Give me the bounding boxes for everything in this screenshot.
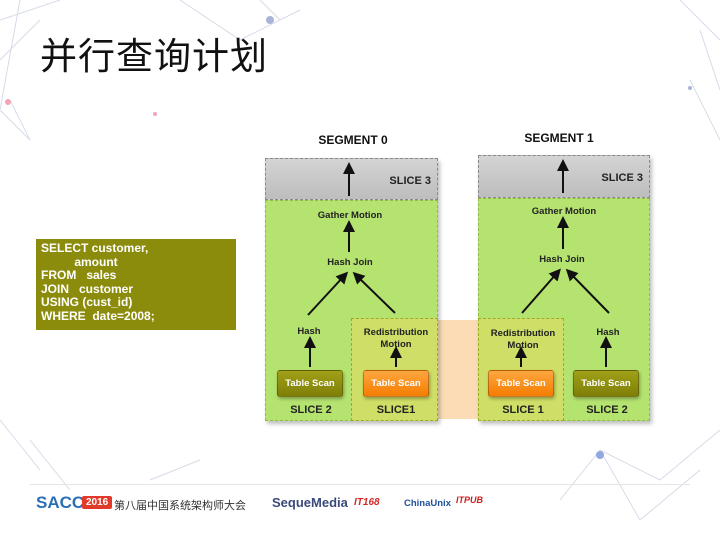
page-title: 并行查询计划	[40, 35, 268, 78]
sql-query-box: SELECT customer, amount FROM sales JOIN …	[36, 239, 236, 330]
segment-1-arrow-redist-to-join	[521, 268, 561, 314]
segment-0-slice2-label: SLICE 2	[290, 404, 332, 416]
segment-1-hash: Hash	[596, 327, 620, 338]
segment-0-arrow-redist-to-join	[352, 271, 396, 314]
segment-0-slice1-panel	[351, 318, 438, 421]
year-badge: 2016	[82, 496, 113, 509]
segment-0-redistribution-motion: Redistribution Motion	[363, 327, 429, 350]
segment-0-table-scan-right: Table Scan	[363, 370, 429, 397]
sponsor-it168: IT168	[354, 497, 380, 508]
sacc-logo: SACC	[36, 493, 85, 512]
segment-0-title: SEGMENT 0	[318, 133, 388, 147]
segment-1-slice1-label: SLICE 1	[502, 404, 544, 416]
segment-1-table-scan-right: Table Scan	[573, 370, 639, 397]
segment-0-slice3-label: SLICE 3	[389, 175, 431, 187]
redistribution-link-band	[437, 320, 479, 419]
sponsor-sequemedia: SequeMedia	[272, 495, 348, 510]
segment-1-slice2-label: SLICE 2	[586, 404, 628, 416]
segment-1-hash-join: Hash Join	[539, 254, 585, 265]
segment-1-table-scan-left: Table Scan	[488, 370, 554, 397]
footer-divider	[30, 484, 690, 485]
segment-0-hash: Hash	[297, 326, 321, 337]
segment-1-title: SEGMENT 1	[524, 131, 594, 145]
footer-bar: SACC 2016 第八届中国系统架构师大会 SequeMedia IT168 …	[0, 484, 720, 540]
segment-0-arrow-hash-to-join	[307, 271, 349, 316]
segment-1-slice1-panel	[478, 318, 564, 421]
segment-1-arrow-hash-to-join	[565, 268, 610, 314]
sponsor-itpub: ITPUB	[456, 495, 483, 505]
segment-0-gather-motion: Gather Motion	[317, 210, 383, 221]
segment-1-gather-motion: Gather Motion	[531, 206, 597, 217]
segment-1-redistribution-motion: Redistribution Motion	[490, 328, 556, 351]
segment-0-table-scan-left: Table Scan	[277, 370, 343, 397]
segment-0-slice1-label: SLICE1	[376, 404, 416, 416]
conference-name: 第八届中国系统架构师大会	[114, 500, 246, 512]
segment-1-slice3-label: SLICE 3	[601, 172, 643, 184]
segment-0-hash-join: Hash Join	[327, 257, 373, 268]
sponsor-chinaunix: ChinaUnix	[404, 498, 451, 509]
